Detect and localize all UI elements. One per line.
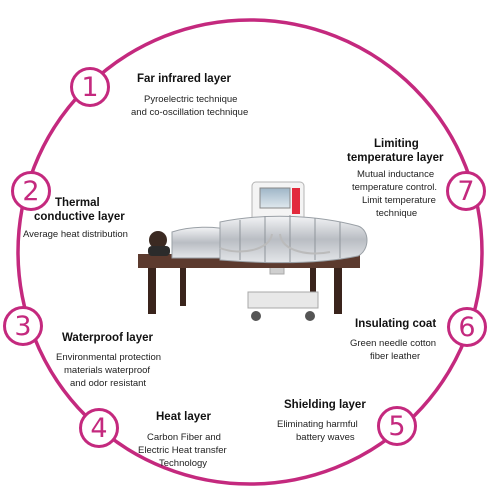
layer-1-description-line: and co-oscillation technique [131, 107, 249, 118]
layer-5-description-line: battery waves [296, 432, 355, 443]
layer-4-description-line: Electric Heat transfer [138, 445, 227, 456]
layer-4-description-line: Carbon Fiber and [147, 432, 221, 443]
layer-3-description-line: and odor resistant [70, 378, 147, 389]
layer-4-title: Heat layer [156, 411, 211, 423]
layer-2-title-line: conductive layer [34, 211, 125, 223]
layer-7-number-badge: 7 [446, 171, 486, 211]
layer-7-title-line: Limiting [374, 138, 419, 150]
layer-7-description-line: Limit temperature [362, 195, 436, 206]
pressotherapy-machine-image [138, 181, 368, 321]
layer-2-title-line: Thermal [55, 197, 100, 209]
layer-3-description-line: materials waterproof [64, 365, 151, 376]
layer-7-description-line: technique [376, 208, 418, 219]
layer-3-number-badge: 3 [3, 306, 43, 346]
layer-1-description-line: Pyroelectric technique [144, 94, 238, 105]
layer-6-title: Insulating coat [355, 318, 437, 330]
layer-2-number-badge: 2 [11, 171, 51, 211]
layer-4-description-line: Technology [159, 458, 208, 469]
layer-6-number-badge: 6 [447, 307, 487, 347]
layer-3-title: Waterproof layer [62, 332, 153, 344]
layer-2-description-line: Average heat distribution [23, 229, 128, 240]
layer-7-title-line: temperature layer [347, 152, 444, 164]
layer-5-title: Shielding layer [284, 399, 366, 411]
layer-4-number-badge: 4 [79, 408, 119, 448]
layer-5-number-badge: 5 [377, 406, 417, 446]
layer-6-description-line: Green needle cotton [350, 338, 437, 349]
layer-6-description-line: fiber leather [370, 351, 421, 362]
layer-7-description-line: Mutual inductance [357, 169, 435, 180]
layer-7-description-line: temperature control. [352, 182, 438, 193]
layer-3-description-line: Environmental protection [56, 352, 162, 363]
layer-1-number-badge: 1 [70, 67, 110, 107]
layer-5-description-line: Eliminating harmful [277, 419, 358, 430]
layer-1-title: Far infrared layer [137, 73, 231, 85]
